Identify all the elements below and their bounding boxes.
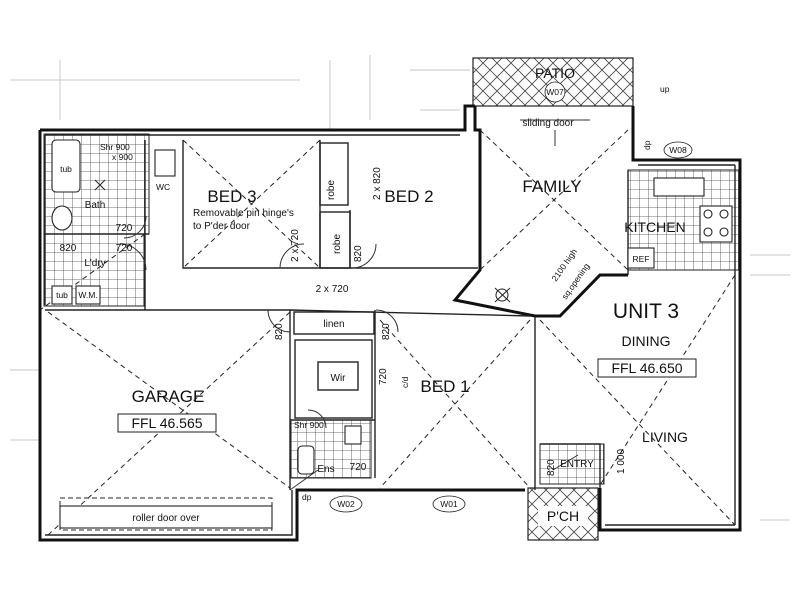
window-label-w02: W02 [337, 499, 355, 509]
kitchen-sink [653, 177, 705, 197]
linen-cupboard [293, 311, 375, 335]
ldry-label: L'dry [84, 258, 105, 269]
basin [51, 205, 73, 231]
unit-label: UNIT 3 [613, 300, 679, 323]
dp-label: dp [642, 140, 652, 150]
ens-basin [297, 445, 315, 475]
garage-ffl: FFL 46.565 [131, 415, 202, 431]
construction-lines [10, 55, 790, 521]
robe-bed3 [319, 211, 351, 269]
bed3-note-1: Removable pin hinge's [193, 208, 294, 219]
dim-820-ldry: 820 [60, 243, 77, 254]
walk-in-robe [294, 339, 373, 419]
laundry-tub [51, 285, 73, 305]
external-walls [38, 104, 742, 542]
wir-label: Wir [331, 373, 347, 384]
laundry-tub-label: tub [56, 290, 68, 300]
dim-720-wir: 720 [378, 368, 389, 385]
porch-area: P'CH [527, 487, 599, 541]
tub-label: tub [60, 164, 72, 174]
robe-bed2-label: robe [326, 180, 337, 200]
fan-icon [94, 179, 106, 191]
garage-door: roller door over [59, 497, 273, 531]
shr-label-b: x 900 [112, 152, 133, 162]
patio-label: PATIO [535, 65, 575, 81]
window-label-w07: W07 [546, 87, 564, 97]
dining-ffl: FFL 46.650 [611, 360, 682, 376]
window-label-w01: W01 [440, 499, 458, 509]
bed1-label: BED 1 [420, 377, 469, 396]
dim-2x720-bed3: 2 x 720 [290, 229, 301, 262]
garage-label: GARAGE [132, 387, 205, 406]
dim-2x820-bed2: 2 x 820 [372, 167, 383, 200]
kitchen-label: KITCHEN [624, 219, 685, 235]
fridge [627, 247, 655, 269]
room-labels: BED 3 Removable pin hinge's to P'der doo… [84, 177, 688, 475]
dim-820-bed2: 820 [353, 245, 364, 262]
shr-label: Shr 900 [100, 142, 130, 152]
dim-820-garage: 820 [274, 323, 285, 340]
ens-wc [344, 425, 362, 445]
patio-area: PATIO W07 [472, 57, 634, 107]
dim-720-ens: 720 [350, 462, 367, 473]
window-tag-w07 [544, 81, 566, 103]
dim-720-bath: 720 [116, 223, 133, 234]
porch-label: P'CH [547, 508, 579, 524]
dim-720-ldry: 720 [116, 243, 133, 254]
linen-label: linen [323, 319, 344, 330]
dimension-labels: 720 820 720 2 x 720 820 820 820 2 x 720 … [60, 167, 627, 476]
ens-label: Ens [317, 464, 334, 475]
internal-walls [44, 140, 629, 490]
robe-bed3-label: robe [332, 234, 343, 254]
level-tags: FFL 46.565 FFL 46.650 [117, 358, 697, 433]
bed3-note-2: to P'der door [193, 221, 251, 232]
family-label: FAMILY [522, 177, 581, 196]
bed2-label: BED 2 [384, 187, 433, 206]
wc-pan [154, 149, 176, 177]
ens-shr-label: Shr 900 [294, 420, 324, 430]
dim-2x720: 2 x 720 [316, 284, 349, 295]
wir-box [317, 361, 359, 391]
window-label-w08: W08 [669, 145, 687, 155]
dp-label-2: dp [302, 492, 312, 502]
dim-820-bed1: 820 [381, 323, 392, 340]
dim-1000: 1 000 [616, 449, 627, 474]
window-tags: W02 W01 W08 [329, 141, 693, 513]
wc-label: WC [156, 182, 170, 192]
cd-label: c/d [400, 376, 410, 388]
ref-label: REF [633, 254, 650, 264]
washing-machine [75, 285, 101, 305]
dim-820-entry: 820 [546, 459, 557, 476]
wm-label: W.M. [78, 290, 97, 300]
roller-door-label: roller door over [132, 513, 200, 524]
dining-label: DINING [622, 333, 671, 349]
bed3-label: BED 3 [207, 187, 256, 206]
entry-label: ENTRY [560, 459, 594, 470]
up-label: up [660, 84, 670, 94]
robe-bed2 [319, 142, 349, 206]
bath-label: Bath [85, 200, 106, 211]
bathtub [51, 139, 81, 193]
sliding-door-label: sliding door [522, 118, 574, 129]
living-label: LIVING [642, 429, 688, 445]
doors [119, 119, 590, 491]
fixtures: tub tub W.M. WC REF [51, 139, 733, 475]
